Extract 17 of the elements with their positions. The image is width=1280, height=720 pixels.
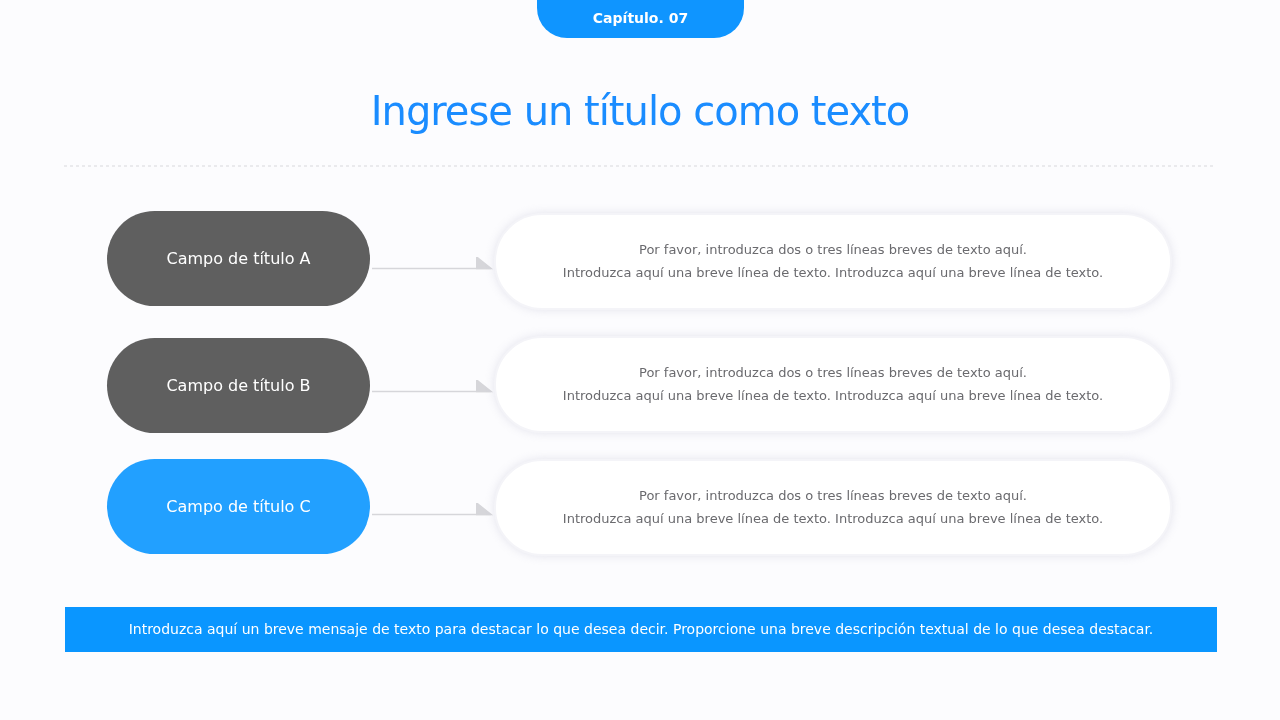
highlight-banner (65, 607, 1217, 652)
label-text: Capítulo. 07 (592, 9, 689, 29)
label-text: Campo de título B (166, 374, 311, 397)
arrow (371, 378, 492, 393)
arrow (371, 255, 492, 270)
label-text: Introduzca aquí un breve mensaje de texto para destacar lo que desea decir. Proporcione una breve descripción textual de lo que desea destacar. (128, 619, 1154, 639)
label-text: Campo de título C (166, 495, 311, 518)
arrow (371, 501, 492, 516)
description-line: Por favor, introduzca dos o tres líneas breves de texto aquí. (639, 487, 1027, 506)
description-line: Por favor, introduzca dos o tres líneas breves de texto aquí. (639, 241, 1027, 260)
chapter-tab (537, 0, 744, 38)
slide-title: Ingrese un título como texto (369, 88, 911, 134)
description-line: Introduzca aquí una breve línea de texto. Introduzca aquí una breve línea de texto. (562, 263, 1104, 282)
description-line: Introduzca aquí una breve línea de texto. Introduzca aquí una breve línea de texto. (562, 386, 1104, 405)
label-text: Campo de título A (166, 247, 311, 270)
description-line: Por favor, introduzca dos o tres líneas breves de texto aquí. (639, 364, 1027, 383)
description-line: Introduzca aquí una breve línea de texto. Introduzca aquí una breve línea de texto. (562, 509, 1104, 528)
